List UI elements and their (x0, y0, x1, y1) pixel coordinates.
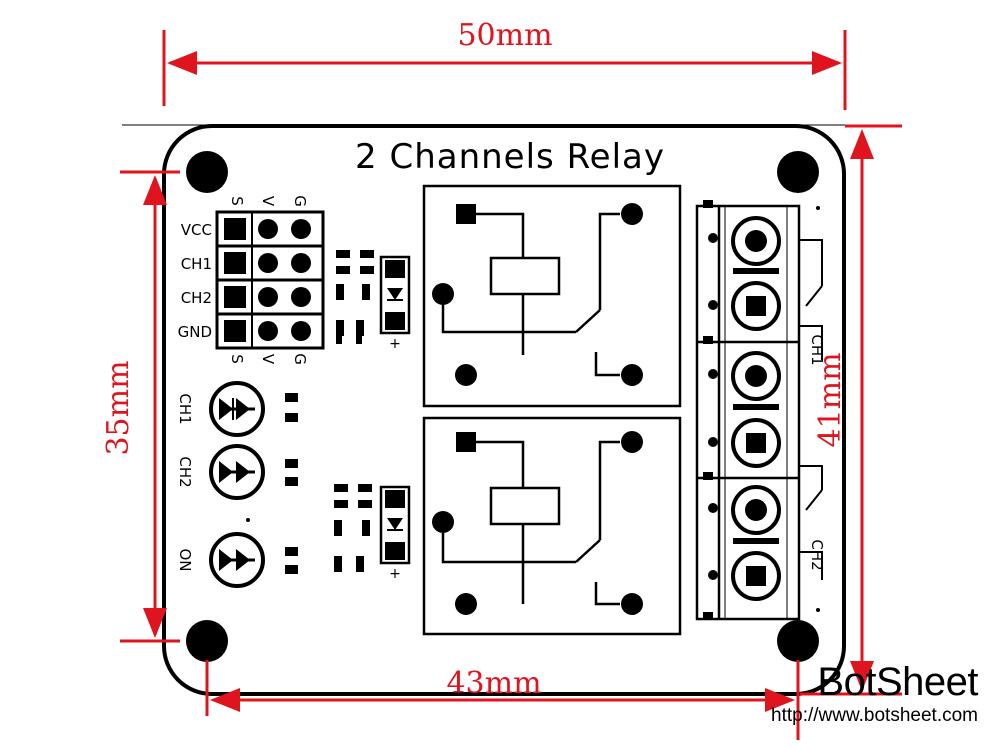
header-label-v-bottom: V (259, 354, 277, 365)
led-dot (246, 518, 250, 522)
pin-header (215, 210, 325, 350)
relay-2 (422, 416, 682, 636)
led-ch1 (209, 381, 265, 437)
terminal-dot-bottom (816, 608, 820, 612)
dimension-width-bottom (205, 660, 800, 740)
header-label-s-top: S (228, 196, 246, 206)
terminal-blocks (695, 204, 801, 621)
mounting-hole-top-left (186, 151, 228, 193)
board-title: 2 Channels Relay (355, 137, 665, 177)
smd-components-lower (334, 484, 372, 572)
row-label-ch1: CH1 (181, 255, 212, 273)
diode-plus-upper: + (389, 336, 401, 352)
terminal-label-ch1: CH1 (808, 334, 826, 365)
led-label-ch2: CH2 (176, 456, 194, 487)
led-resistors (285, 393, 298, 574)
row-label-gnd: GND (178, 323, 212, 341)
brand-name: BotSheet (817, 660, 978, 704)
led-label-on: ON (176, 548, 194, 571)
brand-url[interactable]: http://www.botsheet.com (771, 705, 978, 726)
led-ch2 (209, 444, 265, 500)
terminal-switch-symbols (799, 239, 823, 580)
screw-terminals (731, 216, 781, 601)
diode-upper (379, 255, 411, 335)
header-label-g-bottom: G (291, 353, 309, 365)
mounting-hole-bottom-right (777, 620, 819, 662)
row-label-ch2: CH2 (181, 289, 212, 307)
terminal-tabs (703, 200, 718, 620)
branding: BotSheet http://www.botsheet.com (771, 660, 979, 728)
mounting-hole-top-right (777, 151, 819, 193)
relay-1 (422, 184, 682, 408)
dimension-label-width-top: 50mm (457, 18, 552, 53)
dimension-height-right (800, 124, 902, 696)
led-label-ch1: CH1 (176, 393, 194, 424)
header-label-g-top: G (291, 195, 309, 207)
mounting-hole-bottom-left (186, 620, 228, 662)
diode-plus-lower: + (389, 566, 401, 582)
led-on (209, 532, 265, 588)
dimension-label-height-left: 35mm (101, 360, 136, 455)
dimension-width-top (162, 30, 847, 110)
dimension-height-left (120, 170, 180, 643)
header-label-s-bottom: S (228, 354, 246, 364)
terminal-label-ch2: CH2 (808, 539, 826, 570)
terminal-dot-top (816, 206, 820, 210)
header-label-v-top: V (259, 196, 277, 207)
row-label-vcc: VCC (181, 221, 212, 239)
dimension-label-height-right: 41mm (813, 352, 848, 447)
smd-components-upper (336, 250, 374, 344)
dimension-label-width-bottom: 43mm (446, 666, 541, 701)
diode-lower (379, 485, 411, 565)
